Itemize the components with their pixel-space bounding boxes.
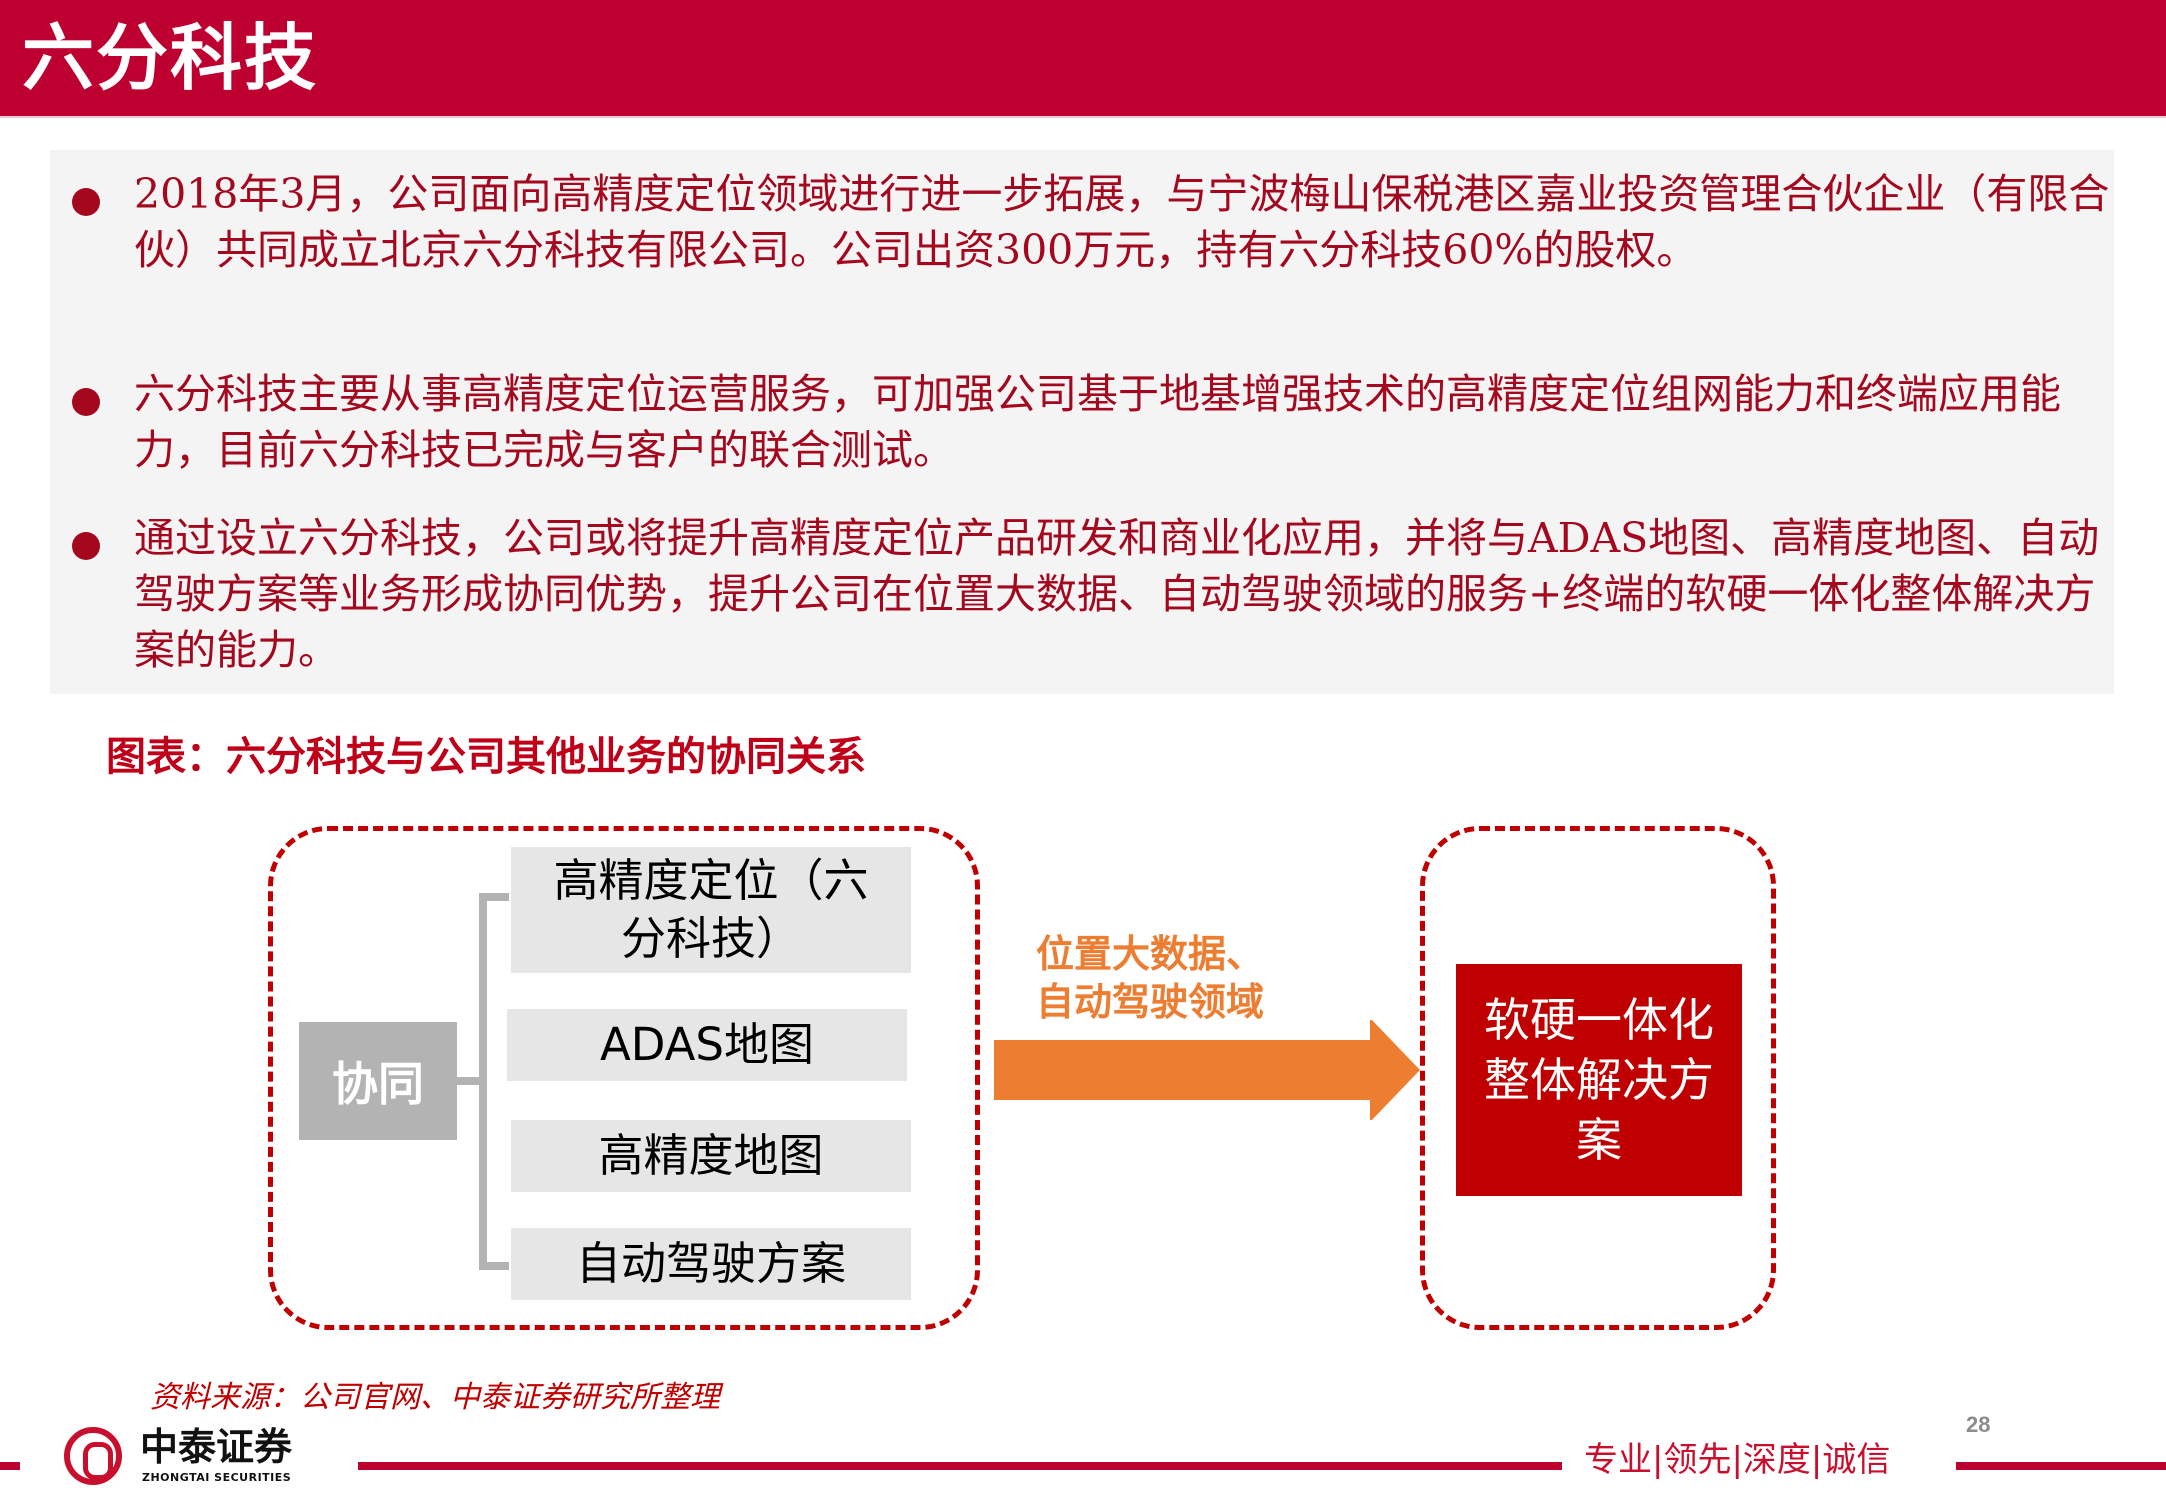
figure-caption: 图表：六分科技与公司其他业务的协同关系 <box>106 733 866 780</box>
arrow-label-line2: 自动驾驶领域 <box>1036 980 1265 1024</box>
business-item-hd-map: 高精度地图 <box>511 1120 911 1192</box>
footer-slogan: 专业|领先|深度|诚信 <box>1584 1440 1891 1480</box>
right-arrow-icon <box>994 1020 1420 1120</box>
footer-rule-right <box>1956 1462 2166 1470</box>
logo-name-cn: 中泰证券 <box>140 1425 293 1469</box>
bracket-bottom-arm <box>479 1262 509 1270</box>
arrow-label-line1: 位置大数据、 <box>1036 932 1265 976</box>
company-logo: 中泰证券 ZHONGTAI SECURITIES <box>62 1425 362 1491</box>
footer-rule-left <box>0 1462 20 1470</box>
source-note: 资料来源：公司官网、中泰证券研究所整理 <box>150 1380 720 1415</box>
bullet-text: 通过设立六分科技，公司或将提升高精度定位产品研发和商业化应用，并将与ADAS地图… <box>134 514 2100 674</box>
business-item-adas-map: ADAS地图 <box>507 1009 907 1081</box>
business-item-autonomous-driving: 自动驾驶方案 <box>511 1228 911 1300</box>
bullet-dot-icon <box>72 188 100 216</box>
logo-mark-icon <box>64 1427 122 1485</box>
bracket-connector <box>479 896 487 1268</box>
synergy-group-frame <box>268 826 980 1330</box>
summary-panel: 2018年3月，公司面向高精度定位领域进行进一步拓展，与宁波梅山保税港区嘉业投资… <box>50 150 2114 694</box>
page-number: 28 <box>1966 1412 1991 1437</box>
bullet-dot-icon <box>72 388 100 416</box>
business-item-hp-positioning: 高精度定位（六分科技） <box>511 847 911 973</box>
header-bar: 六分科技 <box>0 0 2166 116</box>
arrow-label: 位置大数据、 自动驾驶领域 <box>1036 930 1336 1026</box>
integrated-solution-box: 软硬一体化整体解决方案 <box>1456 964 1742 1196</box>
bullet-text: 2018年3月，公司面向高精度定位领域进行进一步拓展，与宁波梅山保税港区嘉业投资… <box>134 170 2110 274</box>
bullet-dot-icon <box>72 532 100 560</box>
synergy-hub: 协同 <box>299 1022 457 1140</box>
footer-rule-middle <box>358 1462 1562 1470</box>
bracket-top-arm <box>479 893 509 901</box>
page-title: 六分科技 <box>22 15 319 100</box>
logo-name-en: ZHONGTAI SECURITIES <box>142 1471 292 1484</box>
bullet-text: 六分科技主要从事高精度定位运营服务，可加强公司基于地基增强技术的高精度定位组网能… <box>134 370 2061 474</box>
result-group-frame <box>1420 826 1776 1330</box>
bracket-stem <box>457 1077 483 1085</box>
header-divider <box>0 116 2166 118</box>
